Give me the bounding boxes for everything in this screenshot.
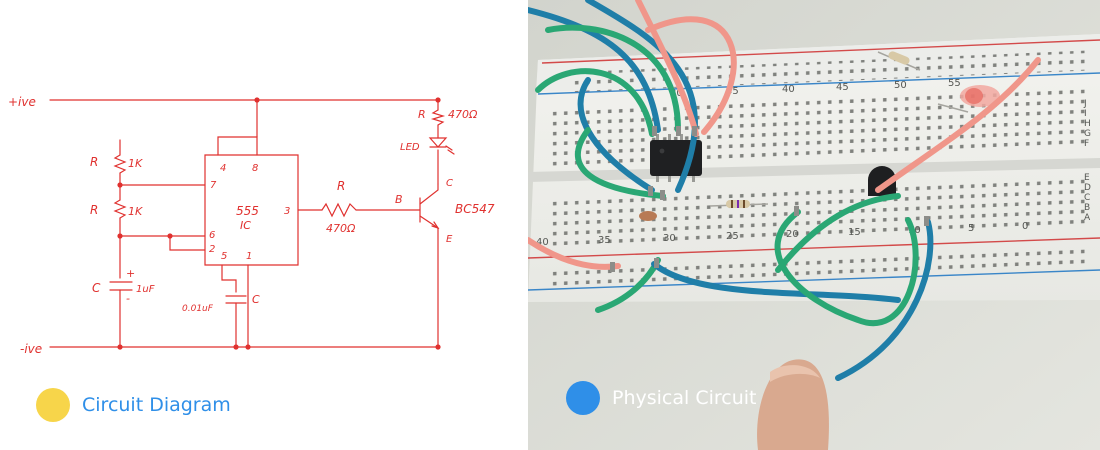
col-number: 45 [836,82,849,93]
pin-3: 3 [284,206,290,217]
r1-value: 1K [128,157,143,170]
pin-7: 7 [210,180,217,191]
capacitor-c1-value: 1uF [136,284,155,295]
pin-4: 4 [220,163,226,174]
rled-label: R [418,108,426,121]
capacitor-c1 [109,281,133,291]
pin-8: 8 [252,163,258,174]
col-number: 50 [894,80,907,91]
row-letter: D [1084,183,1091,193]
jumper-wires [528,0,1041,381]
junction-dot [233,344,239,350]
resistor [709,200,769,208]
junction-dot [117,344,123,350]
pin-1: 1 [246,251,252,262]
led-label: LED [400,142,420,153]
col-number: 40 [782,84,795,95]
positive-rail-label: +ive [8,95,36,109]
col-number: 25 [726,231,739,242]
capacitor-c1-plus: + [126,267,135,280]
led-symbol [428,137,448,148]
yellow-dot-icon [36,388,70,422]
col-number: 30 [670,88,683,99]
col-number: 0 [1022,221,1028,232]
resistor-rled-zigzag [430,109,446,126]
row-letter: C [1084,193,1090,203]
physical-circuit-photo: 30 35 40 45 50 55 40 35 30 25 20 15 10 5… [528,0,1100,450]
col-number: 5 [968,223,974,234]
collector-label: C [446,178,453,189]
rled-value: 470Ω [448,108,478,121]
capacitor-c2 [225,295,247,304]
capacitor-c2-value: 0.01uF [182,304,214,314]
caption-circuit-diagram: Circuit Diagram [36,388,231,422]
circuit-diagram-panel: +ive -ive R 1K R 1K C + - 1uF 0.01uF C 5… [0,0,528,450]
resistor-r2-zigzag [113,199,127,219]
row-letter: B [1084,203,1090,213]
transistor [868,166,896,196]
capacitor-c2-label: C [252,293,260,306]
junction-dot [435,344,441,350]
col-number: 15 [848,227,861,238]
resistor-r1-zigzag [113,154,127,174]
ceramic-capacitor [639,211,657,221]
finger [757,359,829,450]
col-number: 20 [786,229,799,240]
rb-label: R [337,179,345,193]
caption-right-label: Physical Circuit [612,387,757,409]
junction-dot [254,97,260,103]
ic-name: 555 [236,204,259,218]
emitter-label: E [446,234,453,245]
led [937,85,1000,113]
pin-5: 5 [221,251,227,262]
resistor-rb-zigzag [321,202,357,218]
col-number: 35 [598,235,611,246]
row-letter: H [1084,119,1091,129]
pin-2: 2 [209,244,215,255]
caption-left-label: Circuit Diagram [82,394,231,416]
junction-dot [435,97,441,103]
col-number: 30 [663,233,676,244]
pin-6: 6 [209,230,215,241]
ic-body [204,154,299,266]
row-letter: F [1084,139,1089,149]
junction-dot [245,344,251,350]
row-letter: I [1084,109,1087,119]
capacitor-c1-minus: - [126,292,130,305]
circuit-diagram: +ive -ive R 1K R 1K C + - 1uF 0.01uF C 5… [8,95,495,356]
r1-label: R [90,155,98,169]
transistor-name: BC547 [455,202,495,216]
row-letter: G [1084,129,1091,139]
r2-label: R [90,203,98,217]
caption-physical-circuit: Physical Circuit [566,381,757,415]
r2-value: 1K [128,205,143,218]
capacitor-c1-label: C [92,281,101,295]
negative-rail-label: -ive [20,342,42,356]
blue-dot-icon [566,381,600,415]
base-label: B [395,193,403,206]
junction-dot [167,233,173,239]
col-number: 40 [536,237,549,248]
breadboard-photo: 30 35 40 45 50 55 40 35 30 25 20 15 10 5… [528,0,1100,450]
resistor [877,51,921,71]
breadboard [528,34,1100,302]
row-letter: A [1084,213,1091,223]
row-letter: J [1083,99,1087,109]
col-number: 35 [726,86,739,97]
col-number: 55 [948,78,961,89]
ic-sub: IC [240,219,251,232]
rb-value: 470Ω [326,222,356,235]
row-letter: E [1084,173,1090,183]
junction-dot [117,182,123,188]
junction-dot [117,233,123,239]
